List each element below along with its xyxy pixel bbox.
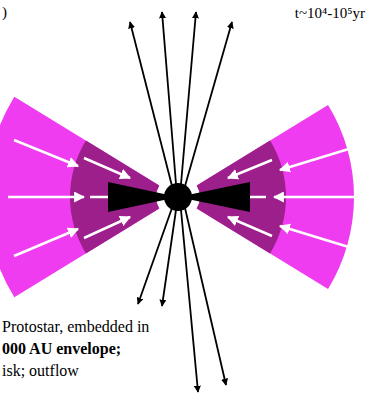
infall-arrow: [280, 148, 352, 170]
caption-line: 000 AU envelope;: [1, 340, 122, 358]
infall-arrow: [228, 160, 272, 178]
infall-arrow: [228, 217, 272, 236]
panel-letter: ): [1, 4, 8, 21]
infall-arrow: [14, 140, 78, 166]
timescale: t~10⁴-10⁵yr: [294, 5, 366, 22]
outflow-arrow: [185, 22, 232, 186]
caption-line: Protostar, embedded in: [1, 318, 150, 336]
infall-arrow: [14, 229, 78, 256]
infall-arrow: [84, 158, 130, 178]
outflow-arrow: [181, 210, 198, 392]
caption-line: isk; outflow: [1, 362, 80, 380]
infall-arrow: [8, 196, 84, 199]
outflow-arrow: [162, 210, 176, 306]
infall-arrow: [280, 226, 352, 248]
outflow-arrow: [185, 208, 226, 385]
infall-arrow: [274, 196, 360, 199]
disk-and-star: [108, 182, 250, 212]
outflow-arrow: [138, 208, 172, 304]
infall-arrow: [84, 217, 130, 238]
outflow-arrow: [162, 12, 176, 184]
protostar: [164, 183, 192, 211]
